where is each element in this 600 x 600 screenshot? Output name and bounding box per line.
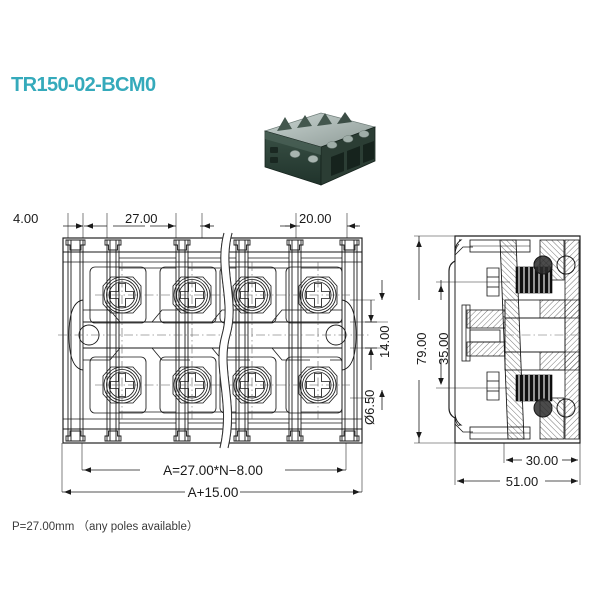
page-title: TR150-02-BCM0 xyxy=(11,74,156,96)
mounting-bolt-lower xyxy=(533,398,576,418)
pitch-note: P=27.00mm （any poles available） xyxy=(12,521,199,533)
dim-14-00: 14.00 xyxy=(377,325,392,358)
threaded-screw-lower xyxy=(515,374,553,402)
top-view: 4.00 27.00 20.00 14.00 Ø6.50 A=27.00*N−8… xyxy=(13,211,392,500)
dim-27-00: 27.00 xyxy=(125,211,158,226)
dim-20-00: 20.00 xyxy=(299,211,332,226)
dim-30-00: 30.00 xyxy=(526,453,559,468)
dim-6-50: Ø6.50 xyxy=(362,390,377,425)
dim-79-00: 79.00 xyxy=(414,332,429,365)
dim-35-00: 35.00 xyxy=(436,332,451,365)
dim-a-plus-15: A+15.00 xyxy=(188,485,239,500)
mounting-bolt-upper xyxy=(533,255,576,275)
side-section-view: 79.00 35.00 30.00 51.00 xyxy=(414,235,581,489)
screw-terminals xyxy=(89,266,343,414)
dim-51-00: 51.00 xyxy=(506,474,539,489)
product-photo xyxy=(247,107,387,192)
dim-a-formula: A=27.00*N−8.00 xyxy=(163,463,263,478)
dim-4-00: 4.00 xyxy=(13,211,38,226)
